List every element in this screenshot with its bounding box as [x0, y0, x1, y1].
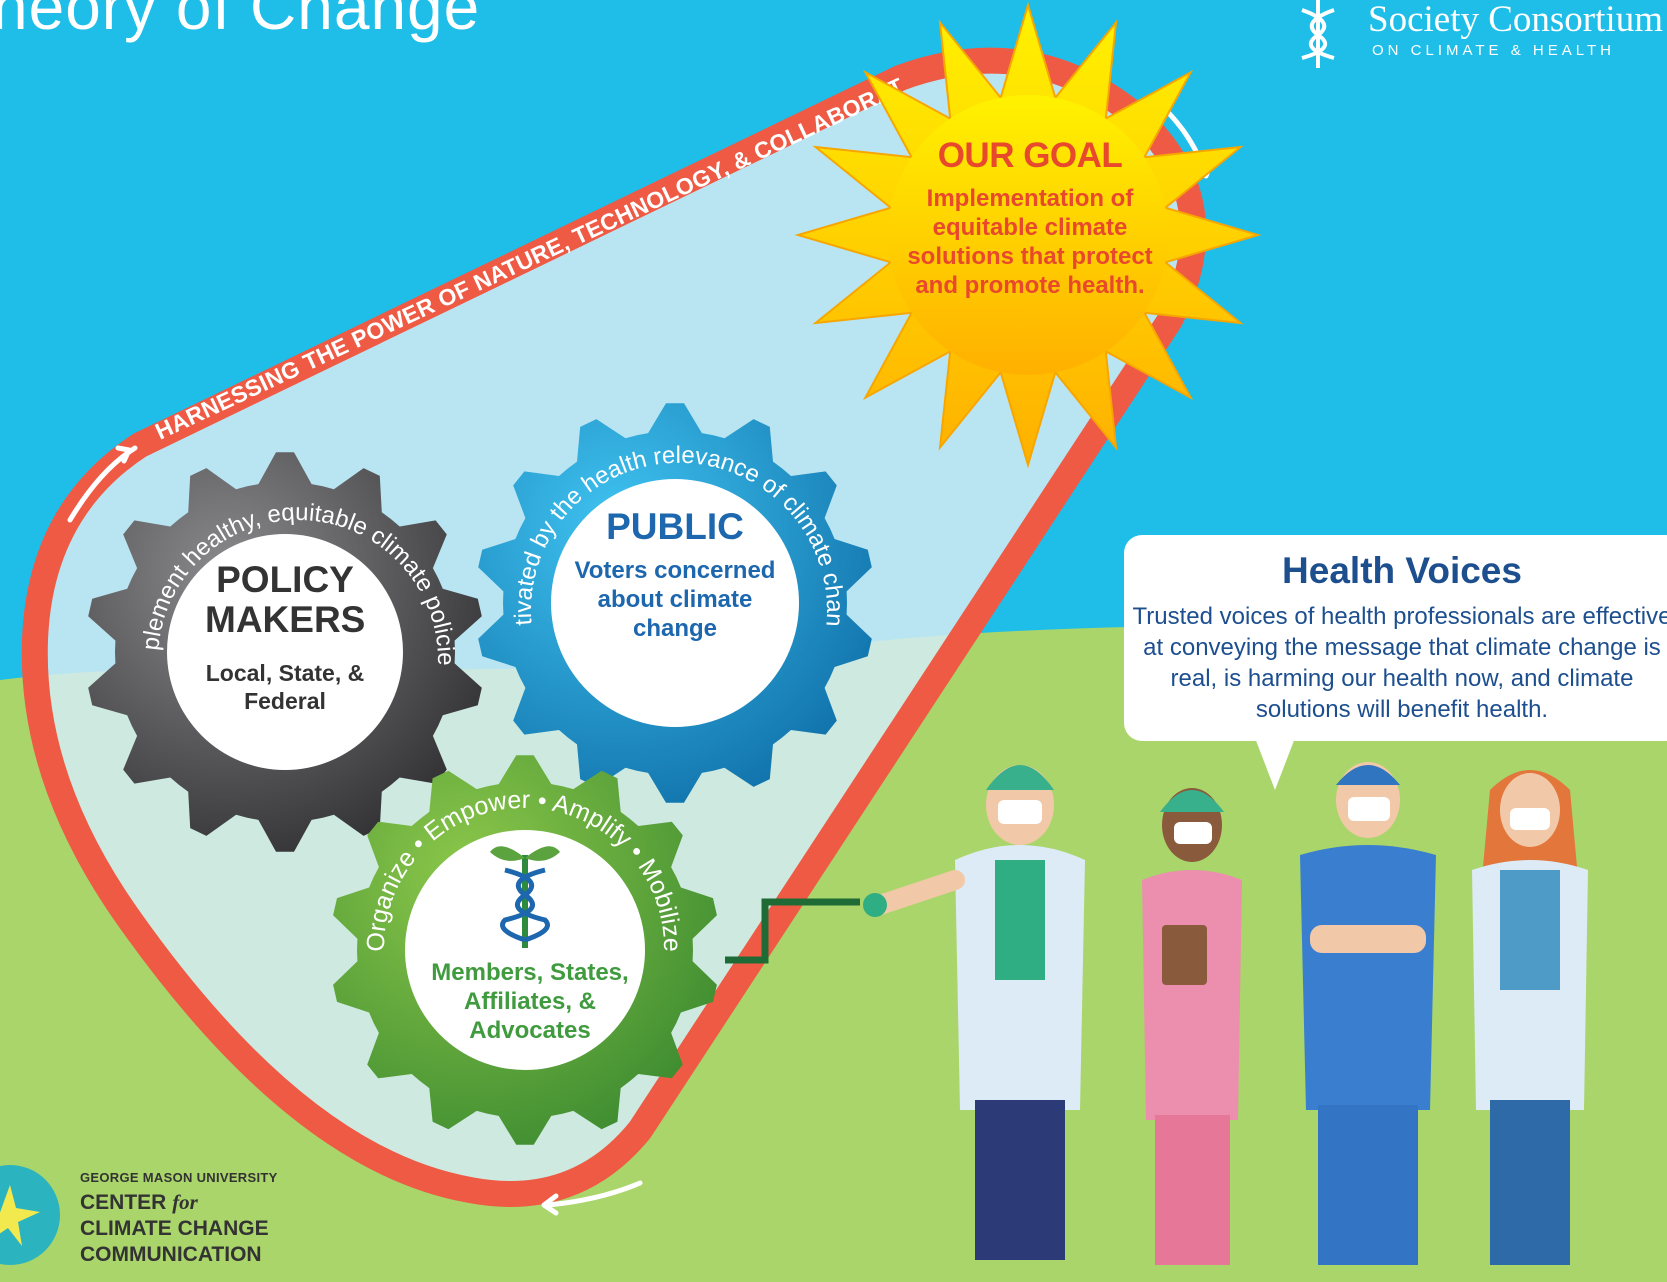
gmu-center-line-2: CLIMATE CHANGE: [80, 1217, 269, 1240]
policy-makers-title: POLICY MAKERS: [205, 559, 366, 640]
health-voices-bubble: [1124, 535, 1667, 741]
gmu-university-label: GEORGE MASON UNIVERSITY: [80, 1170, 278, 1185]
consortium-logo-name: Society Consortium: [1368, 0, 1663, 40]
arrow-left-icon: [545, 1180, 643, 1208]
caduceus-icon: [490, 846, 560, 948]
consortium-logo-subtitle: ON CLIMATE & HEALTH: [1372, 42, 1615, 59]
goal-text: Implementation of equitable climate solu…: [907, 185, 1153, 299]
members-gear: [333, 755, 717, 1145]
policy-makers-subtitle: Local, State, & Federal: [205, 660, 365, 714]
public-subtitle: Voters concerned about climate change: [574, 557, 776, 642]
gmu-logo-icon: [0, 1165, 60, 1265]
speech-bubble-pointer: [1255, 738, 1295, 790]
gmu-center-word: CENTER: [80, 1191, 167, 1214]
doctor-figure-2: [1472, 770, 1588, 1265]
public-gear: [478, 403, 872, 803]
doctor-figure-1: [863, 765, 1085, 1260]
gmu-center-name: CENTER for CLIMATE CHANGE COMMUNICATION: [80, 1189, 269, 1268]
gmu-center-for: for: [172, 1190, 198, 1214]
gmu-center-line-3: COMMUNICATION: [80, 1243, 262, 1266]
health-voices-text: Trusted voices of health professionals a…: [1132, 603, 1667, 723]
consortium-caduceus-icon: [1301, 0, 1335, 68]
connector-line: [725, 898, 860, 964]
surgeon-figure: [1300, 762, 1436, 1265]
goal-title: OUR GOAL: [937, 136, 1123, 175]
health-professionals-illustration: [863, 762, 1588, 1265]
nurse-figure: [1142, 788, 1242, 1265]
public-title: PUBLIC: [606, 506, 744, 547]
page-title: heory of Change: [0, 0, 481, 43]
sun-goal-icon: [794, 1, 1262, 469]
members-text: Members, States, Affiliates, & Advocates: [431, 959, 629, 1044]
policy-makers-gear: [88, 452, 482, 852]
health-voices-title: Health Voices: [1282, 550, 1522, 591]
